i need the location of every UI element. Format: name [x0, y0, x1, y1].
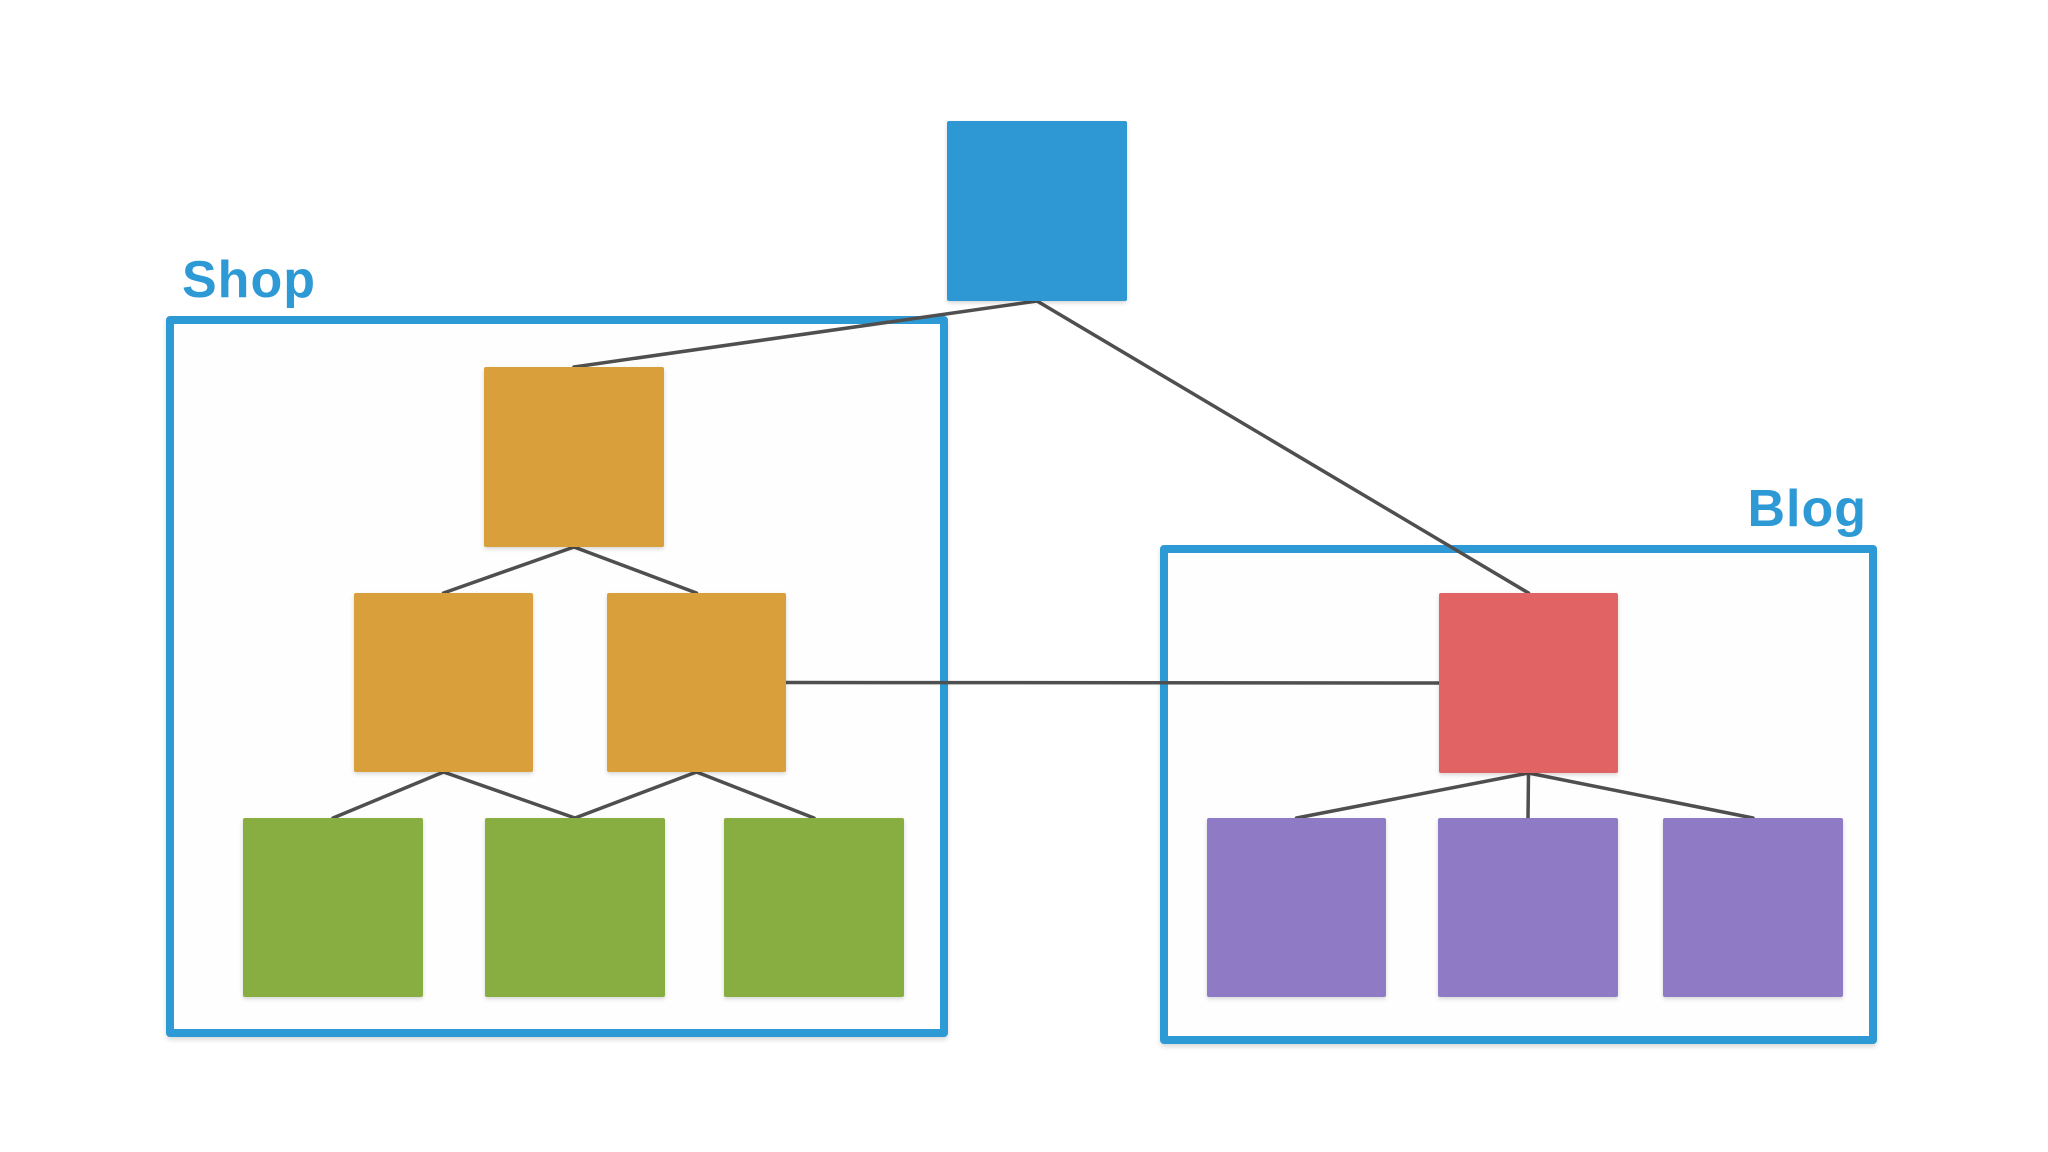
node-blog-main [1439, 593, 1618, 773]
node-shop-item-1 [243, 818, 423, 997]
node-shop-main [484, 367, 664, 547]
group-label-blog: Blog [1747, 480, 1867, 538]
node-shop-sub-2 [607, 593, 786, 772]
node-home-root [947, 121, 1127, 301]
node-shop-sub-1 [354, 593, 533, 772]
node-shop-item-2 [485, 818, 665, 997]
group-label-shop: Shop [182, 251, 316, 309]
node-blog-post-1 [1207, 818, 1386, 997]
node-shop-item-3 [724, 818, 904, 997]
node-blog-post-2 [1438, 818, 1618, 997]
node-blog-post-3 [1663, 818, 1843, 997]
